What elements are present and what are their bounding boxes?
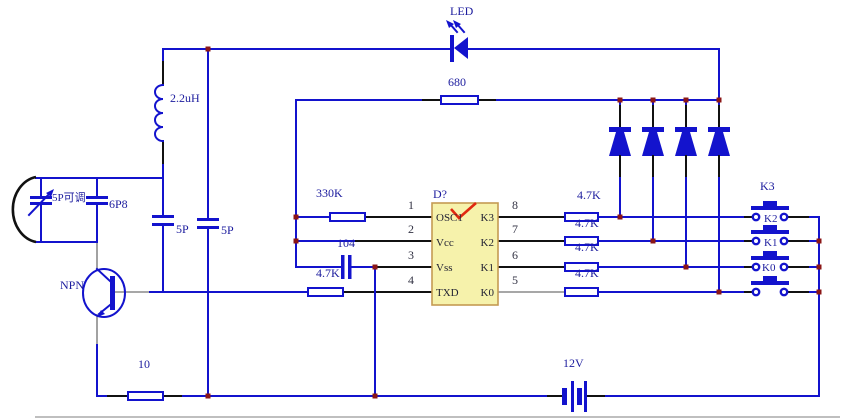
cap-5p-1-label: 5P	[176, 222, 189, 236]
key-top-label: K3	[760, 179, 775, 193]
key-label: K1	[764, 237, 777, 249]
cap-6p8-symbol	[86, 177, 108, 243]
ic-pin-num-7: 7	[512, 222, 518, 236]
pullup-label: 4.7K	[575, 240, 599, 254]
key-buttons	[751, 201, 789, 297]
junction-dots	[205, 46, 822, 399]
wire-tank	[35, 177, 164, 243]
cap-6p8-label: 6P8	[109, 197, 128, 211]
cap-104-symbol	[341, 255, 352, 279]
resistor-680-label: 680	[448, 75, 466, 89]
diode-symbol	[609, 99, 631, 218]
diode-array	[609, 99, 730, 293]
ic-body	[431, 202, 499, 306]
pullup-label: 4.7K	[575, 266, 599, 280]
push-button	[751, 225, 789, 246]
ic-chip	[431, 202, 499, 306]
resistor-4k7-txd-body	[307, 287, 344, 297]
battery-label: 12V	[563, 356, 584, 370]
varcap-label: 5P可调	[52, 191, 86, 204]
ic-pin-name-k2: K2	[481, 237, 494, 249]
ic-check-mark	[450, 202, 477, 220]
ic-pin-name-osc1: OSC1	[436, 212, 463, 224]
diode-symbol	[642, 99, 664, 242]
transistor-npn-symbol	[82, 267, 126, 318]
key-label: K2	[764, 213, 777, 225]
led-triangle	[454, 37, 468, 59]
cap-5p-2-symbol	[197, 218, 219, 229]
ic-pin-name-vss: Vss	[436, 262, 453, 274]
diode-symbol	[675, 99, 697, 268]
ic-pin-name-txd: TXD	[436, 287, 459, 299]
ic-pin-num-8: 8	[512, 198, 518, 212]
ic-pin-num-2: 2	[408, 222, 414, 236]
ic-pin-num-3: 3	[408, 248, 414, 262]
push-button	[751, 276, 789, 297]
ic-pin-num-4: 4	[408, 273, 414, 287]
ic-pin-name-k1: K1	[481, 262, 494, 274]
led-label: LED	[450, 4, 474, 18]
transistor-label: NPN	[60, 278, 84, 292]
pullup-resistors	[564, 212, 599, 297]
cap-5p-1-symbol	[152, 215, 174, 226]
diode-symbol	[708, 99, 730, 293]
inductor-label: 2.2uH	[170, 91, 200, 105]
battery-symbol	[562, 381, 587, 412]
resistor-10-body	[127, 391, 164, 401]
varcap-symbol	[27, 177, 54, 243]
resistor-680-body	[440, 95, 479, 105]
resistor-10-label: 10	[138, 357, 150, 371]
ic-pin-num-1: 1	[408, 198, 414, 212]
ic-pin-name-vcc: Vcc	[436, 237, 454, 249]
resistor-330k-body	[329, 212, 366, 222]
resistor-330k-label: 330K	[316, 186, 343, 200]
push-button	[751, 201, 789, 222]
ic-pin-num-5: 5	[512, 273, 518, 287]
cap-104-label: 104	[337, 236, 355, 250]
led-symbol	[446, 20, 468, 62]
ic-pin-num-6: 6	[512, 248, 518, 262]
pullup-label: 4.7K	[575, 216, 599, 230]
ic-pin-name-k0: K0	[481, 287, 495, 299]
led-cathode-bar	[450, 35, 454, 62]
push-button	[751, 251, 789, 272]
resistor-4k7-txd-label: 4.7K	[316, 266, 340, 280]
antenna-loop-arc	[11, 175, 37, 244]
wire-top-rail	[162, 48, 720, 101]
cap-5p-2-label: 5P	[221, 223, 234, 237]
pullup-top-label: 4.7K	[577, 188, 601, 202]
ic-pin-name-k3: K3	[481, 212, 495, 224]
inductor-coils	[154, 83, 165, 143]
key-label: K0	[762, 262, 776, 274]
transistor-base-bar	[110, 276, 115, 310]
ic-designator: D?	[433, 187, 447, 201]
